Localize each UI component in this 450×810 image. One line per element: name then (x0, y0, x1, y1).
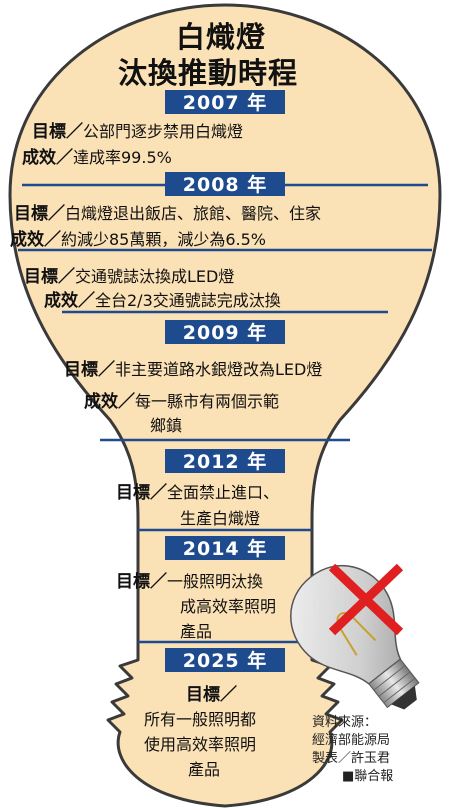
goal-2009: 目標／非主要道路水銀燈改為LED燈 (64, 355, 322, 380)
result-text: 達成率99.5% (73, 148, 172, 167)
goal-2014: 目標／一般照明汰換 (116, 567, 263, 592)
goal-2025-line2: 使用高效率照明 (144, 735, 257, 754)
goal-2014-line3: 產品 (180, 622, 213, 641)
source-line3: 製表／許玉君 (312, 751, 391, 766)
page-title-line1: 白熾燈 (176, 20, 267, 54)
goal-text: 一般照明汰換 (167, 572, 264, 591)
goal-label: 目標／ (116, 572, 167, 592)
goal-label: 目標／ (24, 267, 75, 287)
goal-2008-traffic: 目標／交通號誌汰換成LED燈 (24, 262, 234, 287)
goal-label: 目標／ (186, 685, 237, 705)
goal-2012-line2: 生產白熾燈 (180, 509, 261, 528)
goal-label: 目標／ (32, 122, 83, 142)
year-label-2025: 2025 年 (182, 650, 268, 672)
goal-2025-line3: 產品 (188, 760, 221, 779)
goal-text: 全面禁止進口、 (167, 483, 280, 502)
goal-2008: 目標／白熾燈退出飯店、旅館、醫院、住家 (14, 199, 321, 224)
result-text: 約減少85萬顆，減少為6.5% (61, 230, 267, 249)
result-2008: 成效／約減少85萬顆，減少為6.5% (10, 225, 266, 250)
source-line2: 經濟部能源局 (312, 733, 391, 748)
goal-2007: 目標／公部門逐步禁用白熾燈 (32, 117, 243, 142)
goal-2025-line1: 所有一般照明都 (144, 710, 257, 729)
result-2009-line2: 鄉鎮 (150, 416, 183, 435)
source-line4: ■聯合報 (342, 769, 394, 784)
goal-text: 非主要道路水銀燈改為LED燈 (115, 360, 323, 379)
goal-label: 目標／ (116, 483, 167, 503)
year-label-2012: 2012 年 (182, 451, 268, 473)
result-label: 成效／ (10, 230, 61, 250)
goal-text: 公部門逐步禁用白熾燈 (83, 122, 244, 141)
result-2007: 成效／達成率99.5% (22, 143, 172, 168)
result-label: 成效／ (84, 392, 135, 412)
year-label-2008: 2008 年 (182, 174, 268, 196)
result-label: 成效／ (44, 291, 95, 311)
goal-2012: 目標／全面禁止進口、 (116, 478, 279, 503)
bulb-outline (8, 3, 442, 808)
source-line1: 資料來源： (312, 715, 378, 730)
year-label-2014: 2014 年 (182, 538, 268, 560)
year-label-2007: 2007 年 (182, 92, 268, 114)
result-label: 成效／ (22, 148, 73, 168)
goal-text: 交通號誌汰換成LED燈 (75, 267, 235, 286)
result-2008-traffic: 成效／全台2/3交通號誌完成汰換 (44, 286, 281, 311)
goal-label: 目標／ (64, 360, 115, 380)
cross-icon (328, 563, 404, 636)
goal-2014-line2: 成高效率照明 (180, 597, 277, 616)
goal-label: 目標／ (14, 204, 65, 224)
year-bars (165, 90, 285, 672)
page-title-line2: 汰換推動時程 (118, 56, 299, 90)
result-text: 每一縣市有兩個示範 (135, 392, 280, 411)
result-text: 全台2/3交通號誌完成汰換 (95, 291, 281, 310)
result-2009: 成效／每一縣市有兩個示範 (84, 387, 279, 412)
goal-text: 白熾燈退出飯店、旅館、醫院、住家 (65, 204, 322, 223)
year-label-2009: 2009 年 (182, 322, 268, 344)
